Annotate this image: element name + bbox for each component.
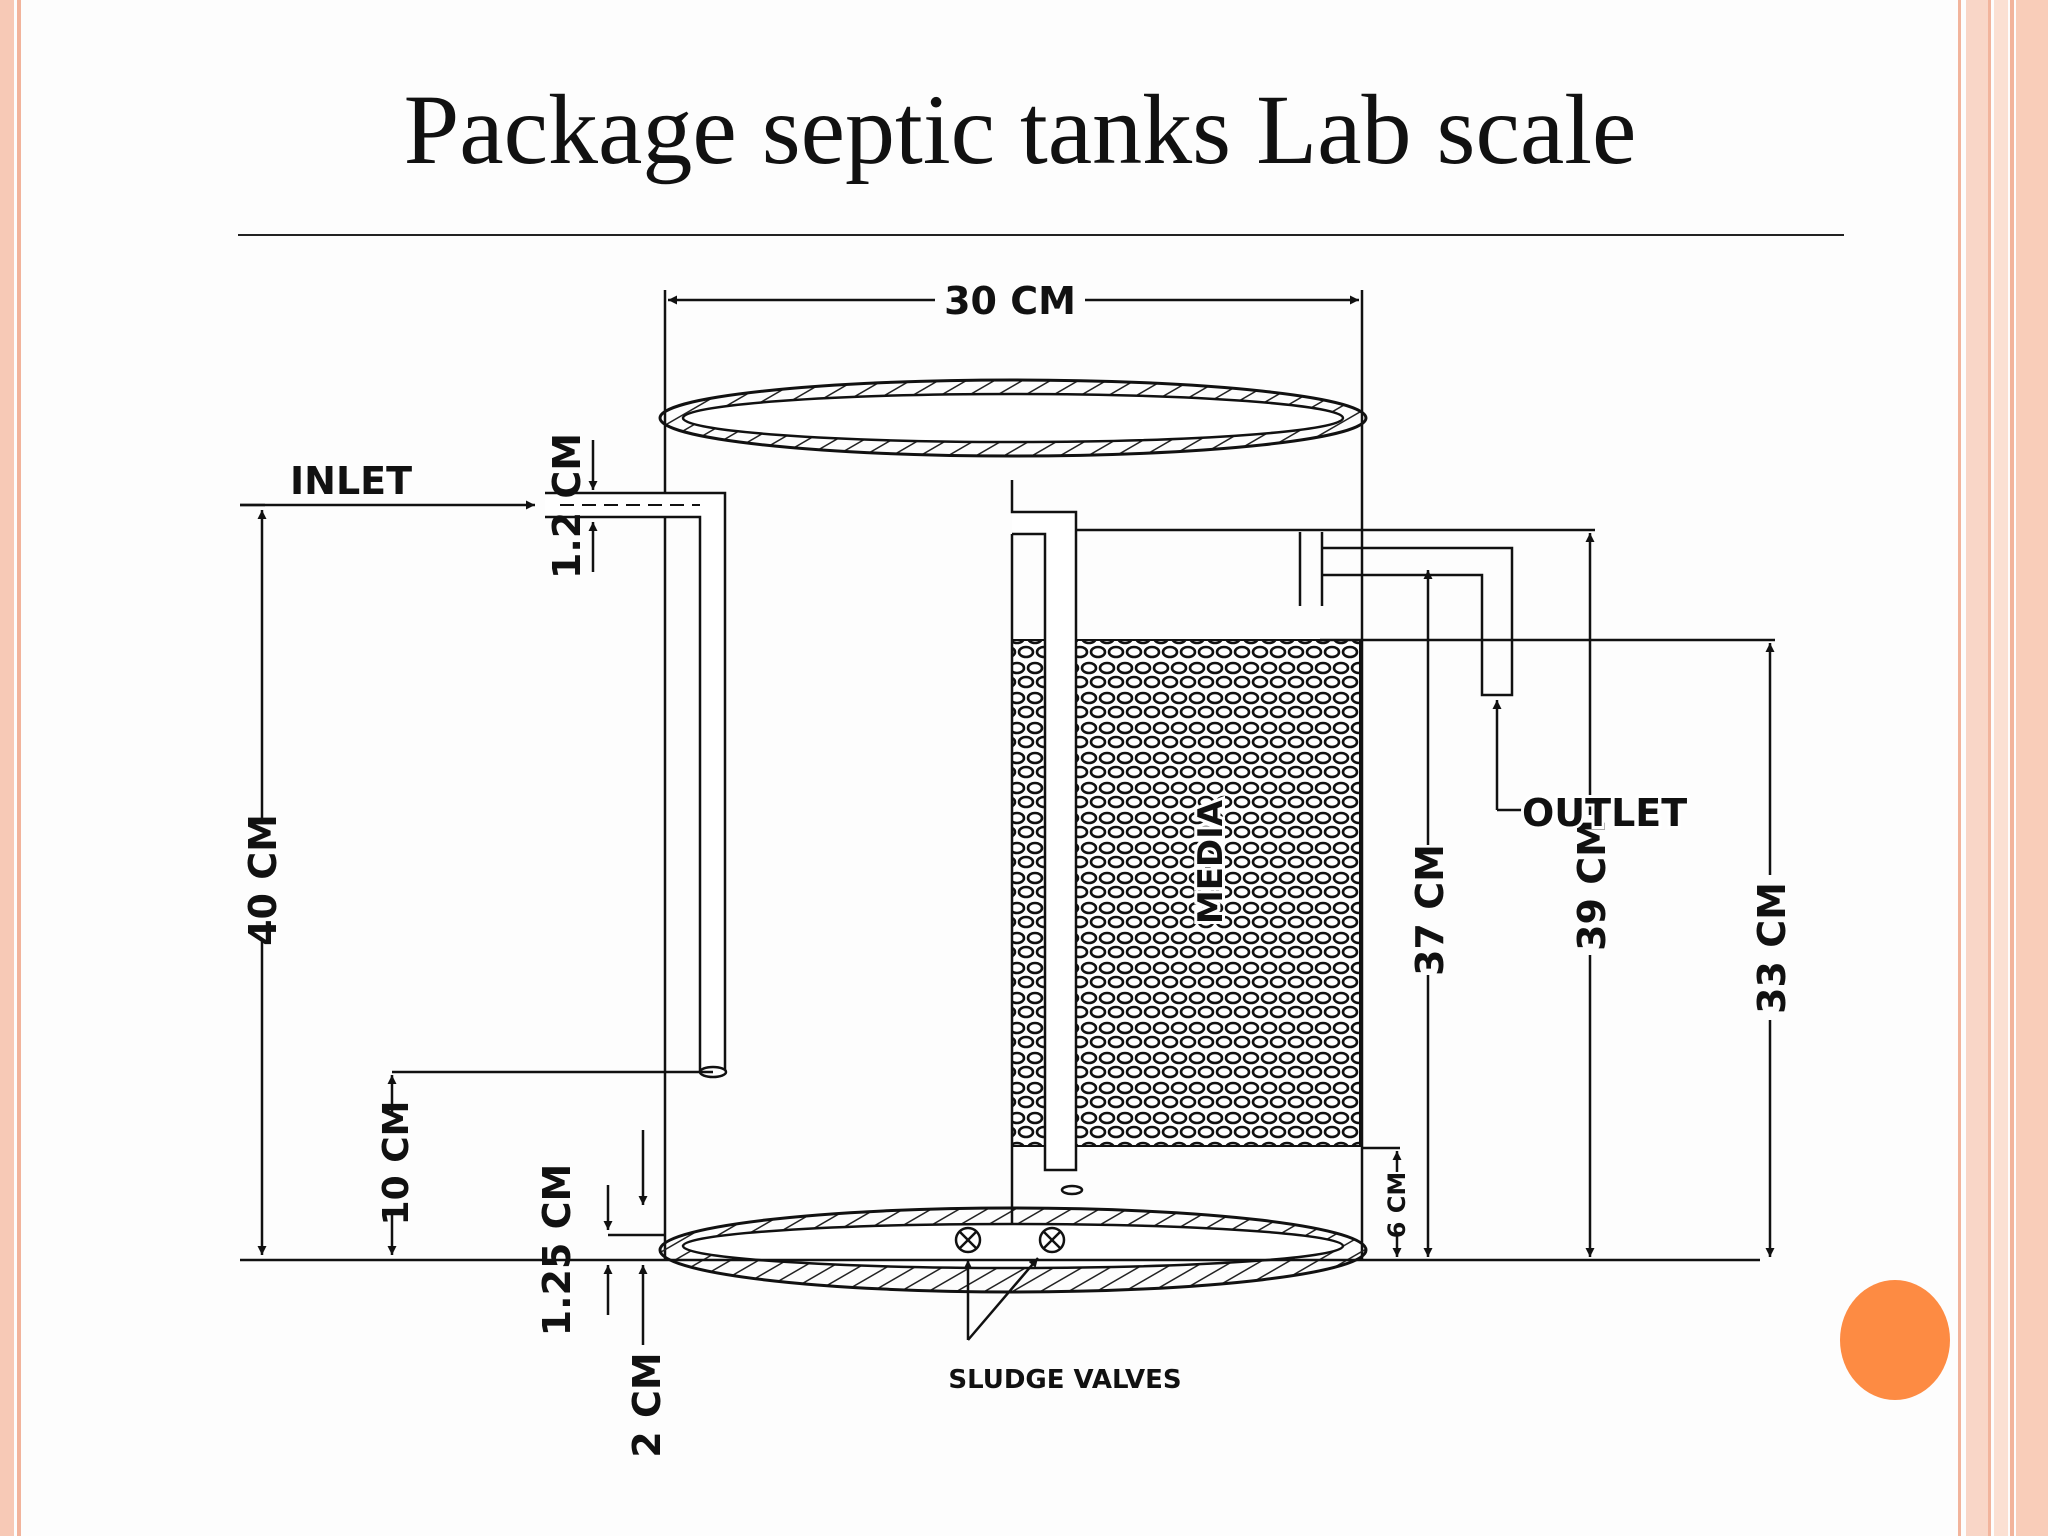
outlet-pipe (1298, 532, 1514, 697)
dim-1-2cm-label: 1.2 CM (545, 433, 589, 579)
left-border-line (17, 0, 21, 1536)
dimension-lines (240, 290, 1775, 1345)
dim-37cm-label: 37 CM (1408, 844, 1452, 976)
right-border-line (1988, 0, 1991, 1536)
title-divider (238, 234, 1844, 236)
right-border-stripe (1966, 0, 1988, 1536)
dim-2cm-label: 2 CM (625, 1352, 669, 1457)
left-border (0, 0, 26, 1536)
dim-30cm-label: 30 CM (944, 279, 1076, 323)
sludge-valves-label: SLUDGE VALVES (948, 1365, 1181, 1395)
dim-33cm-label: 33 CM (1750, 882, 1794, 1014)
right-border (1958, 0, 2048, 1536)
center-pipe (1010, 480, 1084, 1225)
slide-title: Package septic tanks Lab scale (403, 74, 1637, 185)
dim-1-25cm-label: 1.25 CM (535, 1164, 579, 1337)
right-border-stripe (2016, 0, 2048, 1536)
left-border-stripe (0, 0, 14, 1536)
inlet-label: INLET (290, 459, 412, 503)
dim-40cm-label: 40 CM (241, 814, 285, 946)
right-border-stripe (1994, 0, 2008, 1536)
sludge-valve-icons (954, 1226, 1066, 1341)
dim-39cm-label: 39 CM (1570, 819, 1614, 951)
decorative-dot-mask (1820, 1270, 1840, 1420)
media-label: MEDIA (1191, 799, 1231, 924)
decorative-orange-dot (1840, 1280, 1950, 1400)
dim-6cm-label: 6 CM (1383, 1172, 1411, 1239)
tank-body (663, 430, 1364, 1260)
right-border-line (2010, 0, 2014, 1536)
inlet-pipe (545, 491, 728, 1079)
dim-10cm-label: 10 CM (376, 1101, 417, 1226)
right-border-line (1958, 0, 1961, 1536)
outlet-label: OUTLET (1522, 791, 1687, 835)
tank-top-rim (658, 378, 1368, 458)
